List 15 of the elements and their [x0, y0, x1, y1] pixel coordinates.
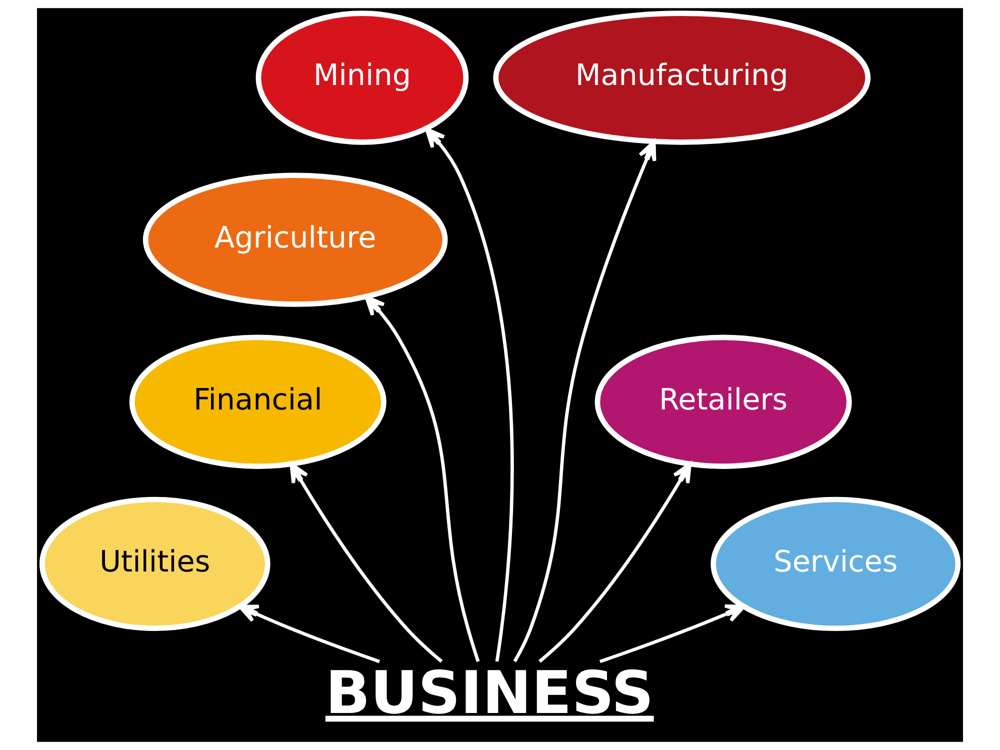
arrow	[538, 462, 692, 663]
node-text: BUSINESS	[325, 658, 654, 727]
node-ellipse: Utilities	[40, 496, 270, 632]
arrow	[364, 295, 480, 662]
node-ellipse: Financial	[129, 334, 386, 469]
arrow	[513, 140, 656, 662]
node-ellipse: Services	[710, 496, 961, 632]
node-ellipse: Manufacturing	[493, 10, 871, 145]
arrow	[599, 604, 746, 664]
node-ellipse: Mining	[256, 10, 469, 145]
node-ellipse: Agriculture	[142, 172, 448, 307]
arrow	[238, 604, 380, 664]
arrow	[424, 127, 514, 662]
node-ellipse: Retailers	[594, 334, 852, 469]
arrow	[290, 462, 443, 663]
